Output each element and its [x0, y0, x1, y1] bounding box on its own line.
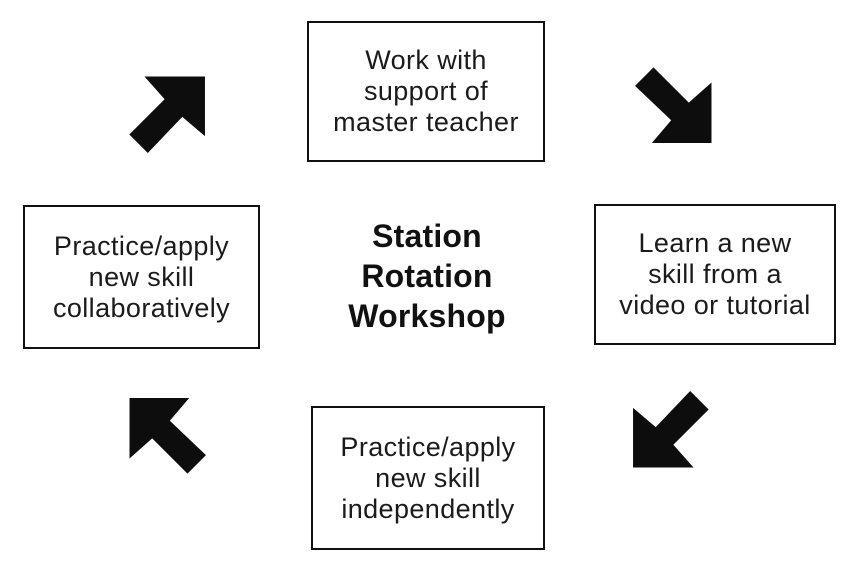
arrow-down-left-icon [628, 386, 712, 470]
stage-box-practice-independently: Practice/apply new skill independently [311, 406, 545, 550]
arrow-up-left-icon [127, 393, 211, 477]
arrow-up-right-icon [126, 74, 210, 158]
stage-box-learn-skill: Learn a new skill from a video or tutori… [594, 204, 836, 345]
stage-box-master-teacher: Work with support of master teacher [307, 21, 545, 162]
diagram-title: Station Rotation Workshop [348, 218, 506, 334]
arrow-down-right-icon [630, 64, 714, 148]
stage-box-practice-collaboratively: Practice/apply new skill collaboratively [23, 205, 260, 349]
